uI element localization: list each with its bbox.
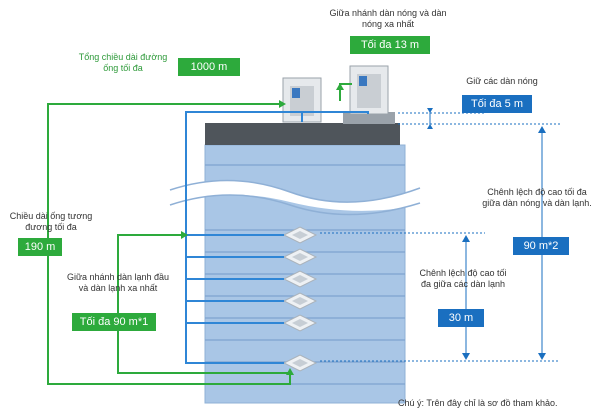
outdoor-branch-value: Tối đa 13 m bbox=[350, 36, 430, 54]
max-pipe-total-value: 1000 m bbox=[178, 58, 240, 76]
equivalent-length-label: Chiều dài ống tương đương tối đa bbox=[9, 211, 93, 232]
outdoor-branch-label: Giữa nhánh dàn nóng và dàn nóng xa nhất bbox=[329, 8, 447, 29]
indoor-branch-label: Giữa nhánh dàn lạnh đầu và dàn lạnh xa n… bbox=[66, 272, 170, 293]
between-outdoor-value: Tối đa 5 m bbox=[462, 95, 532, 113]
between-outdoor-label: Giữ các dàn nóng bbox=[466, 76, 538, 86]
outdoor-unit-right bbox=[343, 65, 395, 124]
blue-pipes bbox=[185, 111, 369, 364]
reference-note: Chú ý: Trên đây chỉ là sơ đồ tham khảo. bbox=[398, 398, 558, 408]
equivalent-length-value: 190 m bbox=[18, 238, 62, 256]
green-arrowheads bbox=[181, 83, 344, 375]
indoor-branch-value: Tối đa 90 m*1 bbox=[72, 313, 156, 331]
height-outdoor-indoor-label: Chênh lệch độ cao tối đa giữa dàn nóng v… bbox=[482, 187, 592, 208]
dimension-arrowheads bbox=[427, 108, 546, 360]
height-indoor-label: Chênh lệch độ cao tối đa giữa các dàn lạ… bbox=[419, 268, 507, 289]
indoor-units bbox=[282, 226, 318, 372]
height-indoor-value: 30 m bbox=[438, 309, 484, 327]
height-outdoor-indoor-value: 90 m*2 bbox=[513, 237, 569, 255]
max-pipe-total-label: Tổng chiều dài đường ống tối đa bbox=[78, 52, 168, 73]
